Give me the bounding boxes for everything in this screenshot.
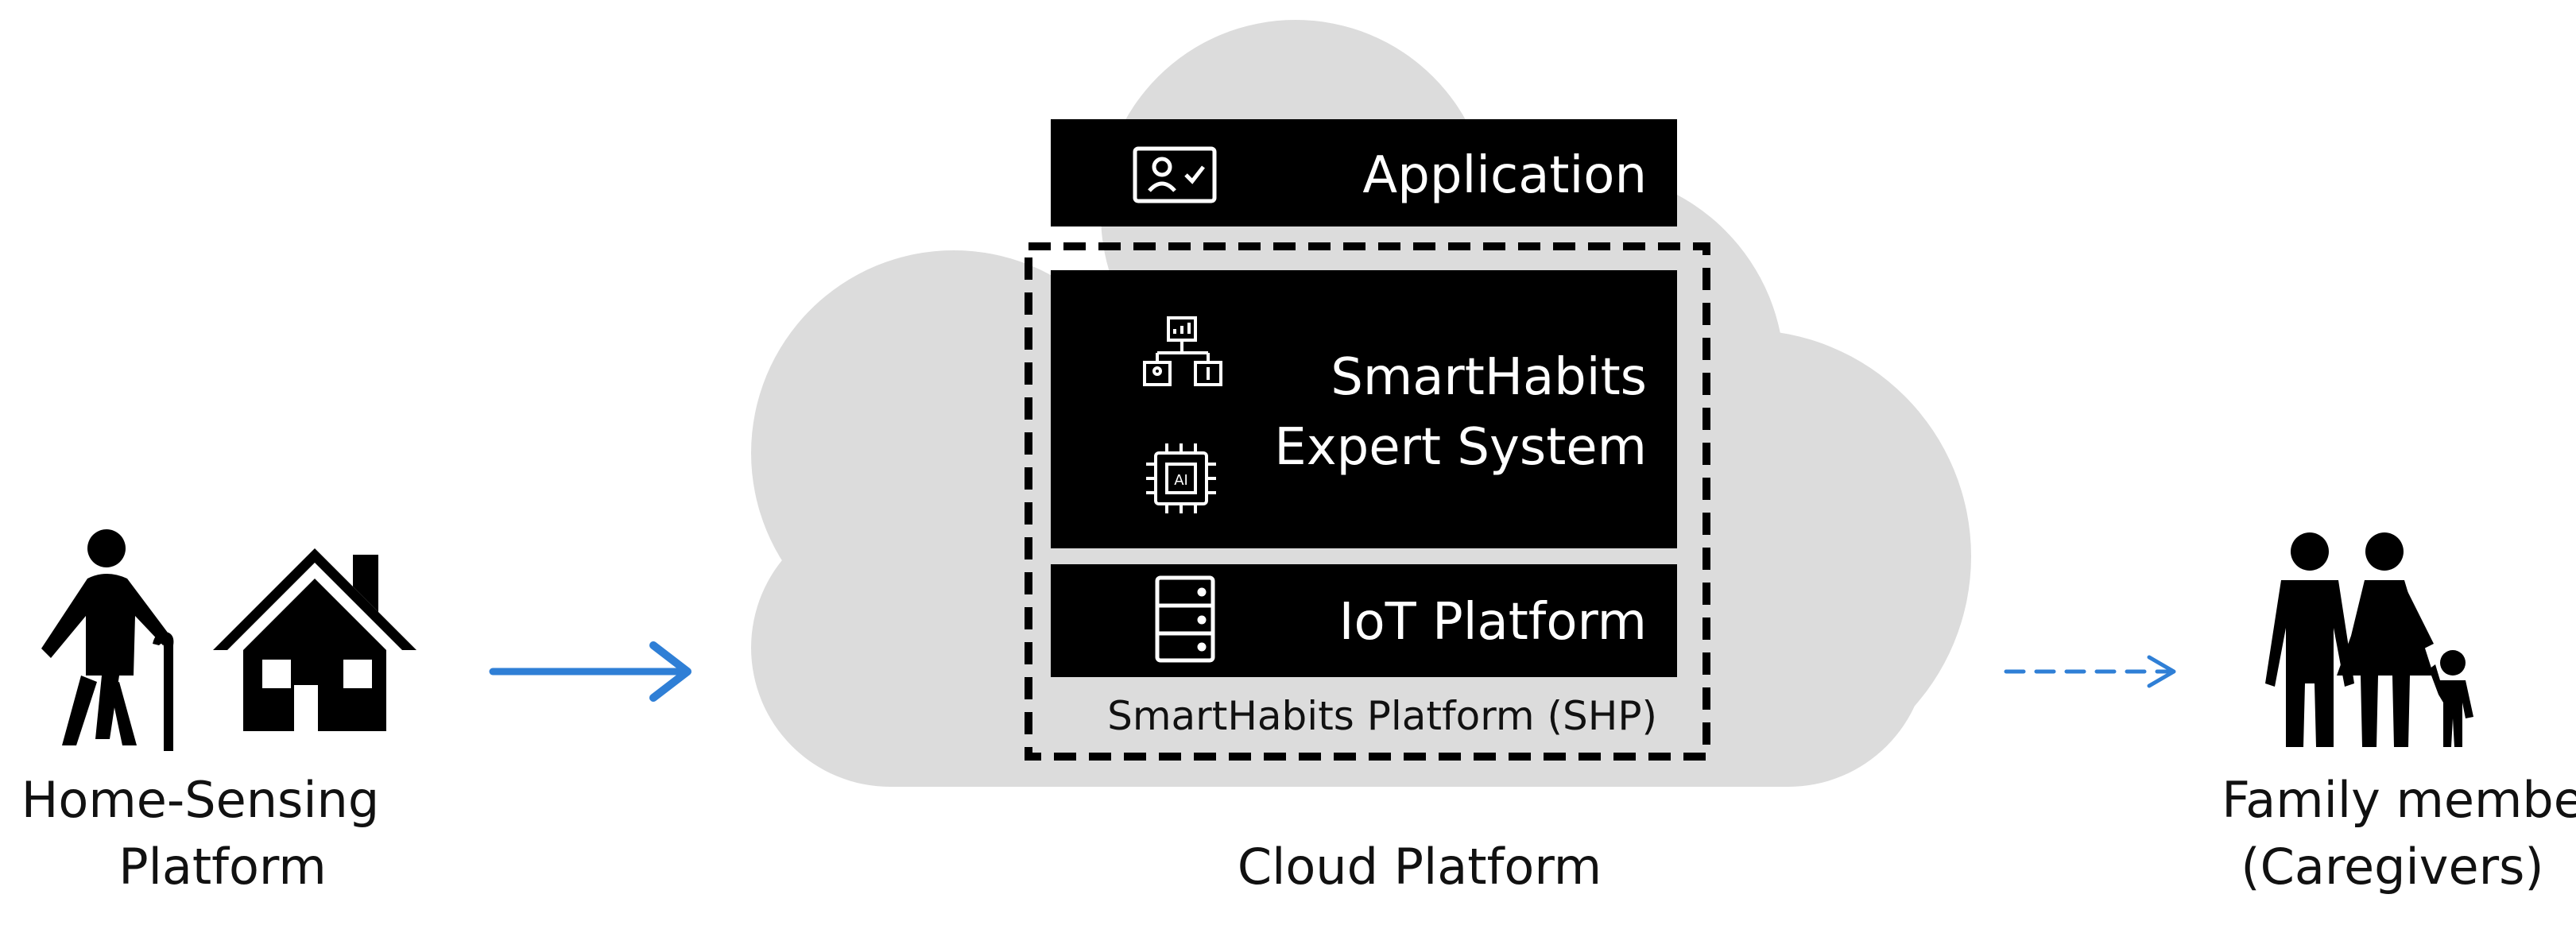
elderly-person-with-cane-icon — [41, 529, 174, 751]
server-rack-icon — [1155, 575, 1215, 663]
hierarchy-network-icon — [1143, 316, 1222, 386]
ai-chip-text: AI — [1174, 472, 1188, 489]
expert-system-label-line2: Expert System — [1274, 418, 1647, 477]
solid-arrow-to-cloud — [489, 641, 691, 702]
expert-system-label-line1: SmartHabits — [1331, 348, 1647, 407]
home-label-line1: Home-Sensing — [21, 771, 379, 829]
cloud-platform-label: Cloud Platform — [1238, 838, 1602, 896]
application-label: Application — [1362, 146, 1647, 205]
family-label-line2: (Caregivers) — [2241, 838, 2543, 896]
user-id-card-check-icon — [1133, 146, 1217, 203]
expert-system-box — [1051, 270, 1677, 548]
family-icon — [2265, 532, 2473, 747]
shp-label: SmartHabits Platform (SHP) — [1107, 693, 1657, 739]
family-label-line1: Family members — [2222, 771, 2576, 829]
ai-chip-icon: AI — [1146, 443, 1216, 513]
dashed-arrow-to-family — [2004, 655, 2176, 688]
house-icon — [213, 548, 416, 731]
home-label-line2: Platform — [118, 838, 326, 896]
iot-platform-label: IoT Platform — [1339, 593, 1647, 652]
iot-platform-box — [1051, 564, 1677, 677]
